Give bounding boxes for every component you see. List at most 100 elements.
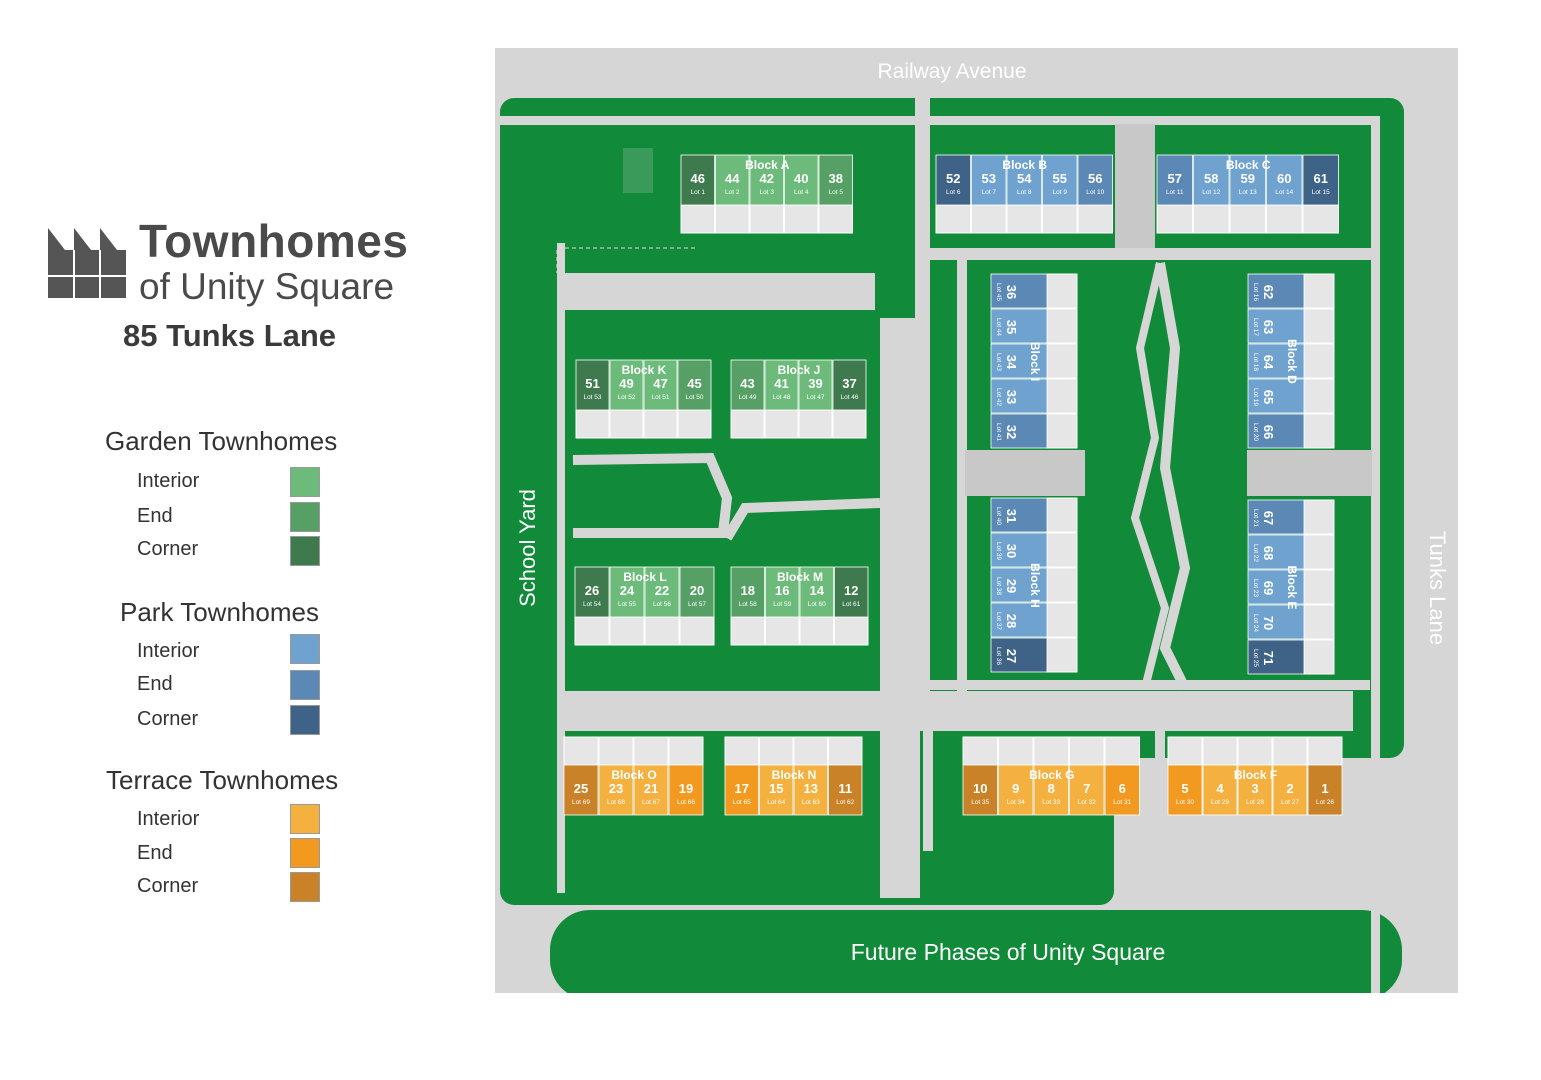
unit-driveway <box>793 736 828 766</box>
unit-lot-label: Lot 53 <box>583 394 601 401</box>
unit-lot-label: Lot 67 <box>642 799 660 806</box>
unit-number: 13 <box>804 781 818 796</box>
block-label: Block H <box>1028 563 1042 608</box>
unit-driveway <box>1303 569 1335 605</box>
unit-footprint <box>1247 273 1305 309</box>
unit-number: 63 <box>1261 320 1276 334</box>
townhomes-logo-icon <box>48 228 126 298</box>
unit-footprint <box>990 532 1048 568</box>
unit-lot-label: Lot 52 <box>617 394 635 401</box>
legend-terrace-corner-label: Corner <box>137 875 199 897</box>
unit-lot-label: Lot 66 <box>677 799 695 806</box>
unit-number: 30 <box>1004 544 1019 558</box>
unit-number: 51 <box>585 376 599 391</box>
unit-number: 19 <box>679 781 693 796</box>
unit-lot-label: Lot 6 <box>946 189 961 196</box>
unit-footprint <box>609 359 644 411</box>
unit-lot-label: Lot 13 <box>1239 189 1257 196</box>
unit-lot-label: Lot 65 <box>733 799 751 806</box>
unit-driveway <box>598 736 634 766</box>
unit-lot-label: Lot 18 <box>1252 353 1259 371</box>
block-label: Block J <box>778 363 821 377</box>
unit-driveway <box>1303 639 1335 675</box>
unit-footprint <box>1042 154 1078 206</box>
unit-driveway <box>828 736 863 766</box>
unit-lot-label: Lot 16 <box>1252 283 1259 301</box>
unit-footprint <box>609 566 645 618</box>
